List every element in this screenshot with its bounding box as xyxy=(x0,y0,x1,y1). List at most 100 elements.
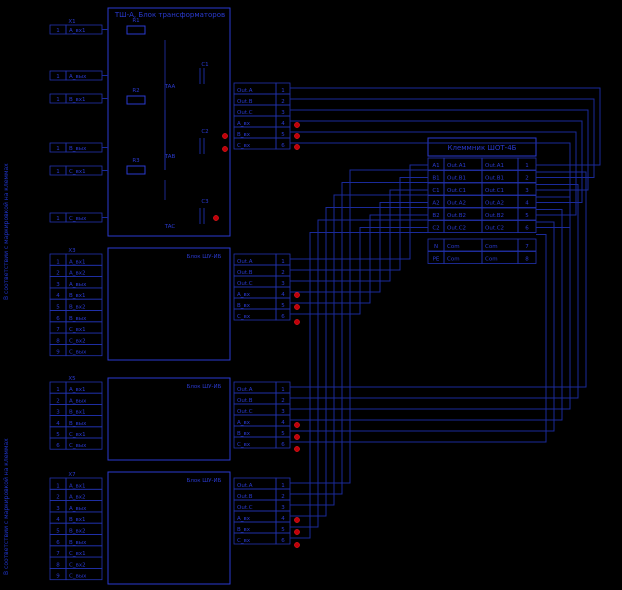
terminal-name: B_вых xyxy=(69,421,87,427)
side-label-2: В соответствии с маркировкой на клеммах xyxy=(3,438,10,575)
out-pin-name: Out.C xyxy=(237,281,253,287)
wire xyxy=(290,169,428,484)
terminal-num: 6 xyxy=(56,316,60,322)
right-table-header-cell xyxy=(427,137,537,157)
out-pin-num: 5 xyxy=(281,431,285,437)
out-pin-name: A_вх xyxy=(237,420,251,426)
connector-label: X3 xyxy=(68,248,76,254)
transformer-block: ТШ-А, Блок трансформаторов R1 R2 R3 TAA … xyxy=(107,7,231,237)
terminal-num: 2 xyxy=(56,495,60,501)
terminal-name: A_вх2 xyxy=(69,271,86,277)
right-table-cell xyxy=(517,207,537,221)
junction-nodes xyxy=(213,122,300,548)
terminal-num: 1 xyxy=(56,483,60,489)
wire xyxy=(290,219,428,528)
out-pin-num: 4 xyxy=(281,516,285,522)
terminal-name: C_вх2 xyxy=(69,338,86,344)
terminal-num: 3 xyxy=(56,282,60,288)
terminal-num: 9 xyxy=(56,574,60,580)
wire xyxy=(290,196,571,410)
trans-label-2: TAB xyxy=(164,154,176,160)
out-pin-num: 3 xyxy=(281,505,285,511)
out-pin-name: Out.C xyxy=(237,409,253,415)
junction-dot xyxy=(294,542,300,548)
right-row-num: 5 xyxy=(525,213,529,219)
out-pin-num: 5 xyxy=(281,303,285,309)
terminal-num: 3 xyxy=(56,410,60,416)
terminal-num: 5 xyxy=(56,432,60,438)
out-pin-num: 2 xyxy=(281,99,285,105)
out-pin-num: 1 xyxy=(281,259,285,265)
terminal-name: В_вх1 xyxy=(69,97,86,103)
right-table-cell xyxy=(517,220,537,233)
wire xyxy=(290,184,579,399)
out-pin-name: Out.A xyxy=(237,483,253,489)
terminal-num: 5 xyxy=(56,305,60,311)
terminal-num: 1 xyxy=(56,259,60,265)
wire xyxy=(290,232,428,539)
right-row-id: PE xyxy=(433,257,440,263)
right-row-num: 1 xyxy=(525,163,529,169)
junction-dot xyxy=(294,517,300,523)
resistor-3 xyxy=(126,165,146,175)
wire xyxy=(290,227,428,315)
out-pin-name: B_вх xyxy=(237,303,251,309)
terminal-name: B_вх1 xyxy=(69,410,86,416)
right-row-id: C2 xyxy=(432,226,439,232)
terminal-num: 2 xyxy=(56,271,60,277)
out-pin-num: 3 xyxy=(281,110,285,116)
trans-label-1: TAA xyxy=(164,84,176,90)
right-row-signal-2: Out.B1 xyxy=(485,176,504,182)
out-pin-name: Out.A xyxy=(237,387,253,393)
block-title-4: Блок ШУ-ИБ xyxy=(187,478,222,484)
terminal-name: А_вх1 xyxy=(69,28,86,34)
wire xyxy=(290,177,428,271)
terminal-name-cell xyxy=(65,437,103,450)
junction-dot xyxy=(222,146,228,152)
wires xyxy=(102,29,601,539)
wire xyxy=(290,120,583,203)
right-row-signal: Out.C2 xyxy=(447,226,466,232)
resistor-1 xyxy=(126,25,146,35)
right-row-signal: Out.B2 xyxy=(447,213,466,219)
junction-dot xyxy=(213,215,219,221)
terminal-num: 6 xyxy=(56,540,60,546)
out-pin-name: B_вх xyxy=(237,132,251,138)
out-pin-name: Out.B xyxy=(237,270,253,276)
right-row-signal: Out.B1 xyxy=(447,176,466,182)
block-box-4 xyxy=(107,471,231,585)
terminal-num: 8 xyxy=(56,338,60,344)
wire xyxy=(290,189,428,282)
out-pin-num: 3 xyxy=(281,281,285,287)
cap-label-3: C3 xyxy=(201,199,209,205)
out-pin-name: Out.B xyxy=(237,398,253,404)
right-row-id: A2 xyxy=(432,201,439,207)
wire xyxy=(290,87,601,166)
out-pin-num: 6 xyxy=(281,442,285,448)
out-pin-num: 2 xyxy=(281,270,285,276)
right-table-cell xyxy=(517,238,537,252)
right-row-signal: Out.A1 xyxy=(447,163,466,169)
wire xyxy=(290,164,428,260)
out-pin-num: 4 xyxy=(281,420,285,426)
right-row-id: B2 xyxy=(432,213,439,219)
terminal-name: C_вых xyxy=(69,443,87,449)
right-row-id: C1 xyxy=(432,188,439,194)
terminal-num: 1 xyxy=(56,146,60,152)
block-title-2: Блок ШУ-ИБ xyxy=(187,254,222,260)
res-label-2: R2 xyxy=(132,88,139,94)
terminal-name: С_вых xyxy=(69,216,87,222)
terminal-num: 1 xyxy=(56,97,60,103)
terminal-name: C_вх1 xyxy=(69,551,86,557)
block-box-2 xyxy=(107,247,231,361)
out-pin-name: Out.C xyxy=(237,505,253,511)
terminal-name: A_вх1 xyxy=(69,387,86,393)
out-pin-name: C_вх xyxy=(237,143,251,149)
right-row-signal-2: Out.B2 xyxy=(485,213,504,219)
